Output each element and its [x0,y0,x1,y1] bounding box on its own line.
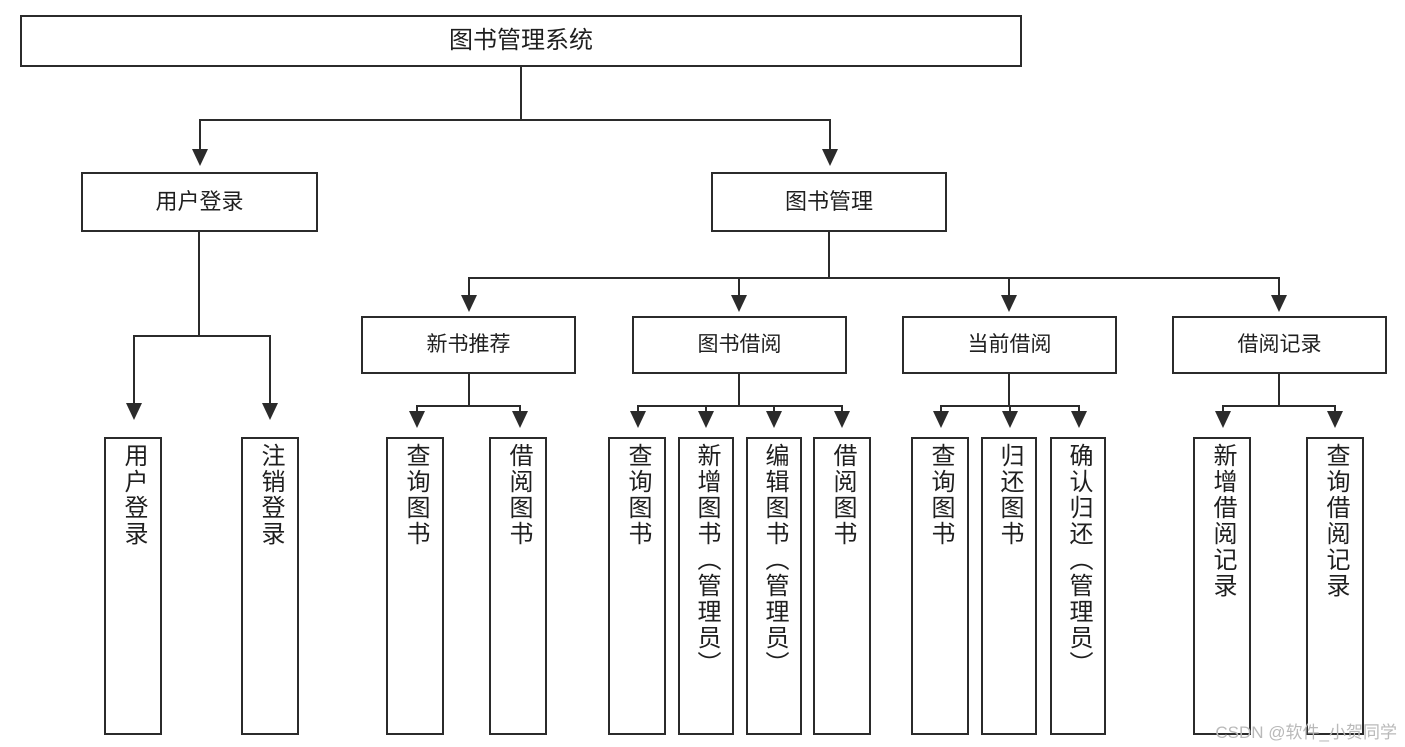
node-label: 确认归还（管理员） [1065,443,1092,677]
node-user-login[interactable]: 用户登录 [81,172,318,232]
connector-book-manage-bar [468,277,1280,279]
arrow-to-leaf-query-book-3 [933,411,949,428]
arrow-to-book-manage [822,149,838,166]
connector-book-manage-stem [828,232,830,277]
arrow-to-leaf-query-book-1 [409,411,425,428]
node-book-borrow[interactable]: 图书借阅 [632,316,847,374]
connector-new-book-leg-1 [416,405,418,413]
connector-borrow-record-leg-2 [1334,405,1336,413]
connector-book-borrow-leg-4 [841,405,843,413]
node-label: 借阅记录 [1237,332,1322,356]
leaf-user-login[interactable]: 用户登录 [104,437,162,735]
arrow-to-current-borrow [1001,295,1017,312]
leaf-borrow-book[interactable]: 借阅图书 [813,437,871,735]
node-borrow-record[interactable]: 借阅记录 [1172,316,1387,374]
node-label: 查询图书 [624,443,651,547]
node-label: 图书管理 [784,189,873,215]
node-label: 归还图书 [996,443,1023,547]
node-label: 图书管理系统 [449,26,593,54]
connector-new-book-stem [468,374,470,405]
leaf-logout[interactable]: 注销登录 [241,437,299,735]
node-label: 编辑图书（管理员） [761,443,788,677]
connector-user-login-leg-1 [133,335,135,405]
node-label: 用户登录 [120,443,147,547]
connector-book-borrow-leg-3 [773,405,775,413]
node-root-system[interactable]: 图书管理系统 [20,15,1022,67]
connector-root-stem [520,67,522,119]
connector-root-bar [199,119,831,121]
connector-book-manage-leg-1 [468,277,470,297]
node-label: 新增图书（管理员） [693,443,720,677]
leaf-confirm-return-admin[interactable]: 确认归还（管理员） [1050,437,1106,735]
leaf-edit-book-admin[interactable]: 编辑图书（管理员） [746,437,802,735]
connector-book-manage-leg-2 [738,277,740,297]
node-label: 查询图书 [927,443,954,547]
connector-borrow-record-stem [1278,374,1280,405]
arrow-to-leaf-add-book [698,411,714,428]
arrow-to-user-login [192,149,208,166]
node-book-manage[interactable]: 图书管理 [711,172,947,232]
leaf-add-book-admin[interactable]: 新增图书（管理员） [678,437,734,735]
node-label: 新增借阅记录 [1209,443,1236,599]
connector-root-leg-1 [199,119,201,151]
arrow-to-book-borrow [731,295,747,312]
connector-current-borrow-leg-3 [1078,405,1080,413]
connector-book-manage-leg-3 [1008,277,1010,297]
leaf-add-borrow-record[interactable]: 新增借阅记录 [1193,437,1251,735]
connector-book-manage-leg-4 [1278,277,1280,297]
connector-user-login-leg-2 [269,335,271,405]
connector-book-borrow-bar [637,405,843,407]
node-label: 借阅图书 [829,443,856,547]
node-label: 借阅图书 [505,443,532,547]
node-label: 注销登录 [257,443,284,547]
leaf-return-book[interactable]: 归还图书 [981,437,1037,735]
leaf-query-book-borrow[interactable]: 查询图书 [608,437,666,735]
connector-user-login-stem [198,232,200,335]
connector-user-login-bar [133,335,271,337]
leaf-query-book-current[interactable]: 查询图书 [911,437,969,735]
node-label: 新书推荐 [426,332,511,356]
connector-book-borrow-stem [738,374,740,405]
connector-borrow-record-bar [1222,405,1336,407]
arrow-to-leaf-borrow-book-2 [834,411,850,428]
node-label: 用户登录 [155,189,244,215]
node-label: 查询借阅记录 [1322,443,1349,599]
leaf-query-book-recommend[interactable]: 查询图书 [386,437,444,735]
connector-current-borrow-leg-1 [940,405,942,413]
arrow-to-leaf-add-record [1215,411,1231,428]
connector-book-borrow-leg-1 [637,405,639,413]
leaf-query-borrow-record[interactable]: 查询借阅记录 [1306,437,1364,735]
connector-current-borrow-leg-2 [1009,405,1011,413]
arrow-to-leaf-logout [262,403,278,420]
node-current-borrow[interactable]: 当前借阅 [902,316,1117,374]
connector-new-book-leg-2 [519,405,521,413]
connector-new-book-bar [416,405,521,407]
arrow-to-leaf-return-book [1002,411,1018,428]
connector-root-leg-2 [829,119,831,151]
arrow-to-leaf-borrow-book-1 [512,411,528,428]
leaf-borrow-book-recommend[interactable]: 借阅图书 [489,437,547,735]
connector-current-borrow-stem [1008,374,1010,405]
connector-borrow-record-leg-1 [1222,405,1224,413]
node-new-book-recommend[interactable]: 新书推荐 [361,316,576,374]
arrow-to-leaf-confirm-return [1071,411,1087,428]
node-label: 图书借阅 [697,332,782,356]
arrow-to-leaf-query-book-2 [630,411,646,428]
arrow-to-new-book-recommend [461,295,477,312]
connector-book-borrow-leg-2 [705,405,707,413]
arrow-to-leaf-user-login [126,403,142,420]
node-label: 当前借阅 [967,332,1052,356]
arrow-to-leaf-query-record [1327,411,1343,428]
arrow-to-borrow-record [1271,295,1287,312]
arrow-to-leaf-edit-book [766,411,782,428]
node-label: 查询图书 [402,443,429,547]
